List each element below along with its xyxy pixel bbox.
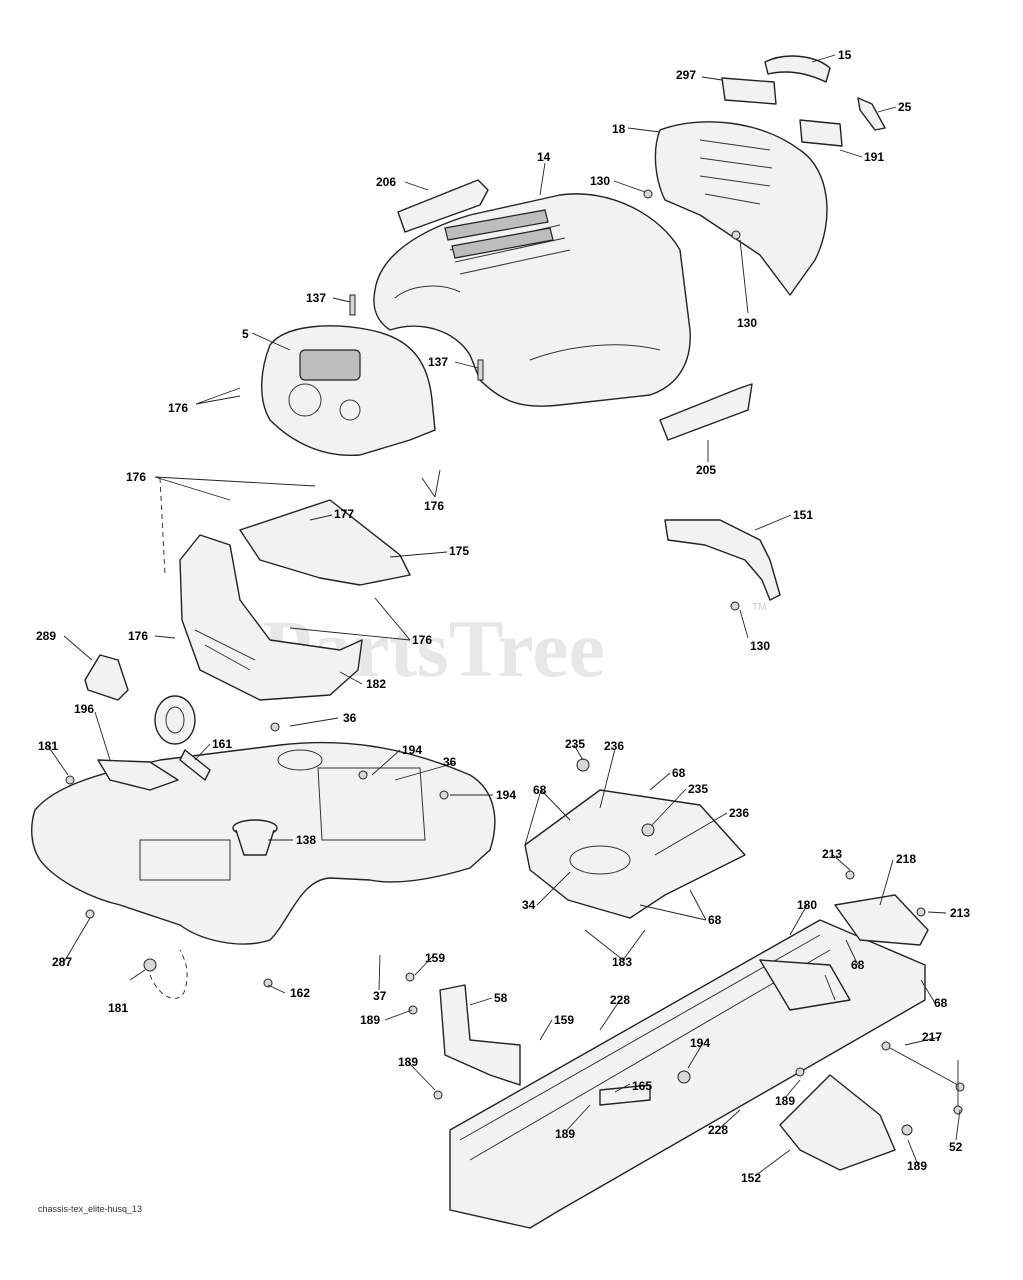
callout-176-e: 176 (412, 633, 432, 647)
callout-189-d: 189 (555, 1127, 575, 1141)
hood-vents-part (444, 209, 554, 259)
callout-176-c: 176 (424, 499, 444, 513)
routing-line-181 (149, 949, 188, 999)
callout-18: 18 (612, 122, 626, 136)
callout-218: 218 (896, 852, 916, 866)
callout-34: 34 (522, 898, 536, 912)
callout-236-a: 236 (604, 739, 624, 753)
callout-130-a: 130 (590, 174, 610, 188)
callout-36-b: 36 (443, 755, 457, 769)
callout-137-a: 137 (306, 291, 326, 305)
callout-176-d: 176 (128, 629, 148, 643)
callout-137-b: 137 (428, 355, 448, 369)
callout-181-b: 181 (108, 1001, 128, 1015)
cover-289 (84, 654, 129, 701)
callout-161: 161 (212, 737, 232, 751)
callout-162: 162 (290, 986, 310, 1000)
pin-137-a (349, 294, 356, 316)
callout-25: 25 (898, 100, 912, 114)
callout-165: 165 (632, 1079, 652, 1093)
callout-213-b: 213 (950, 906, 970, 920)
callout-217: 217 (922, 1030, 942, 1044)
callout-52: 52 (949, 1140, 963, 1154)
callout-183: 183 (612, 955, 632, 969)
callout-287: 287 (52, 955, 72, 969)
callout-189-c: 189 (775, 1094, 795, 1108)
callout-235-b: 235 (688, 782, 708, 796)
callout-228-b: 228 (708, 1123, 728, 1137)
callout-191: 191 (864, 150, 884, 164)
callout-206: 206 (376, 175, 396, 189)
callout-130-c: 130 (750, 639, 770, 653)
callout-194-b: 194 (496, 788, 516, 802)
bracket-151 (664, 519, 781, 601)
callout-235-a: 235 (565, 737, 585, 751)
callout-68-c: 68 (708, 913, 722, 927)
callout-189-a: 189 (360, 1013, 380, 1027)
knob-161 (154, 695, 211, 781)
callout-159-b: 159 (554, 1013, 574, 1027)
callout-175: 175 (449, 544, 469, 558)
callout-58: 58 (494, 991, 508, 1005)
diagram-footer-code: chassis-tex_elite-husq_13 (38, 1204, 143, 1214)
heat-shield-152 (779, 1074, 896, 1171)
callout-182: 182 (366, 677, 386, 691)
callout-181-a: 181 (38, 739, 58, 753)
callout-289: 289 (36, 629, 56, 643)
lever-cover-196 (97, 759, 179, 791)
callout-194-c: 194 (690, 1036, 710, 1050)
grille-part (654, 121, 828, 296)
trim-191 (799, 119, 843, 147)
plate-165 (599, 1084, 651, 1106)
callout-36-a: 36 (343, 711, 357, 725)
callout-68-b: 68 (672, 766, 686, 780)
callout-189-e: 189 (907, 1159, 927, 1173)
watermark-trademark: TM (752, 602, 766, 613)
bracket-175 (239, 499, 411, 586)
callout-176-a: 176 (168, 401, 188, 415)
callout-236-b: 236 (729, 806, 749, 820)
lower-console-182 (179, 534, 363, 701)
mount-plate-218 (834, 894, 929, 946)
bracket-58 (439, 984, 521, 1086)
callout-176-b: 176 (126, 470, 146, 484)
callout-196: 196 (74, 702, 94, 716)
callout-205: 205 (696, 463, 716, 477)
callout-297: 297 (676, 68, 696, 82)
callout-37: 37 (373, 989, 387, 1003)
callout-213-a: 213 (822, 847, 842, 861)
callout-159-a: 159 (425, 951, 445, 965)
callout-228-a: 228 (610, 993, 630, 1007)
callout-labels: 15 297 25 18 191 14 206 130 130 137 5 13… (36, 48, 970, 1185)
trim-297 (721, 77, 777, 105)
callout-130-b: 130 (737, 316, 757, 330)
seat-bracket-34 (524, 789, 746, 919)
dash-panel-5 (261, 325, 436, 457)
callout-189-b: 189 (398, 1055, 418, 1069)
callout-151: 151 (793, 508, 813, 522)
callout-177: 177 (334, 507, 354, 521)
rod-217 (881, 1041, 965, 1092)
callout-138: 138 (296, 833, 316, 847)
leader-lines (47, 54, 961, 1177)
callout-180: 180 (797, 898, 817, 912)
callout-68-d: 68 (851, 958, 865, 972)
callout-15: 15 (838, 48, 852, 62)
callout-68-a: 68 (533, 783, 547, 797)
side-panel-206 (397, 179, 489, 233)
side-panel-205 (659, 383, 753, 441)
fasteners (65, 189, 926, 1136)
routing-line-176 (159, 477, 166, 576)
callout-68-e: 68 (934, 996, 948, 1010)
callout-14: 14 (537, 150, 551, 164)
callout-152: 152 (741, 1171, 761, 1185)
pin-137-b (477, 359, 484, 381)
trim-25 (857, 97, 886, 131)
callout-5: 5 (242, 327, 249, 341)
callout-194-a: 194 (402, 743, 422, 757)
hood-trim-15 (764, 55, 831, 83)
seat-boot-138 (232, 819, 278, 856)
